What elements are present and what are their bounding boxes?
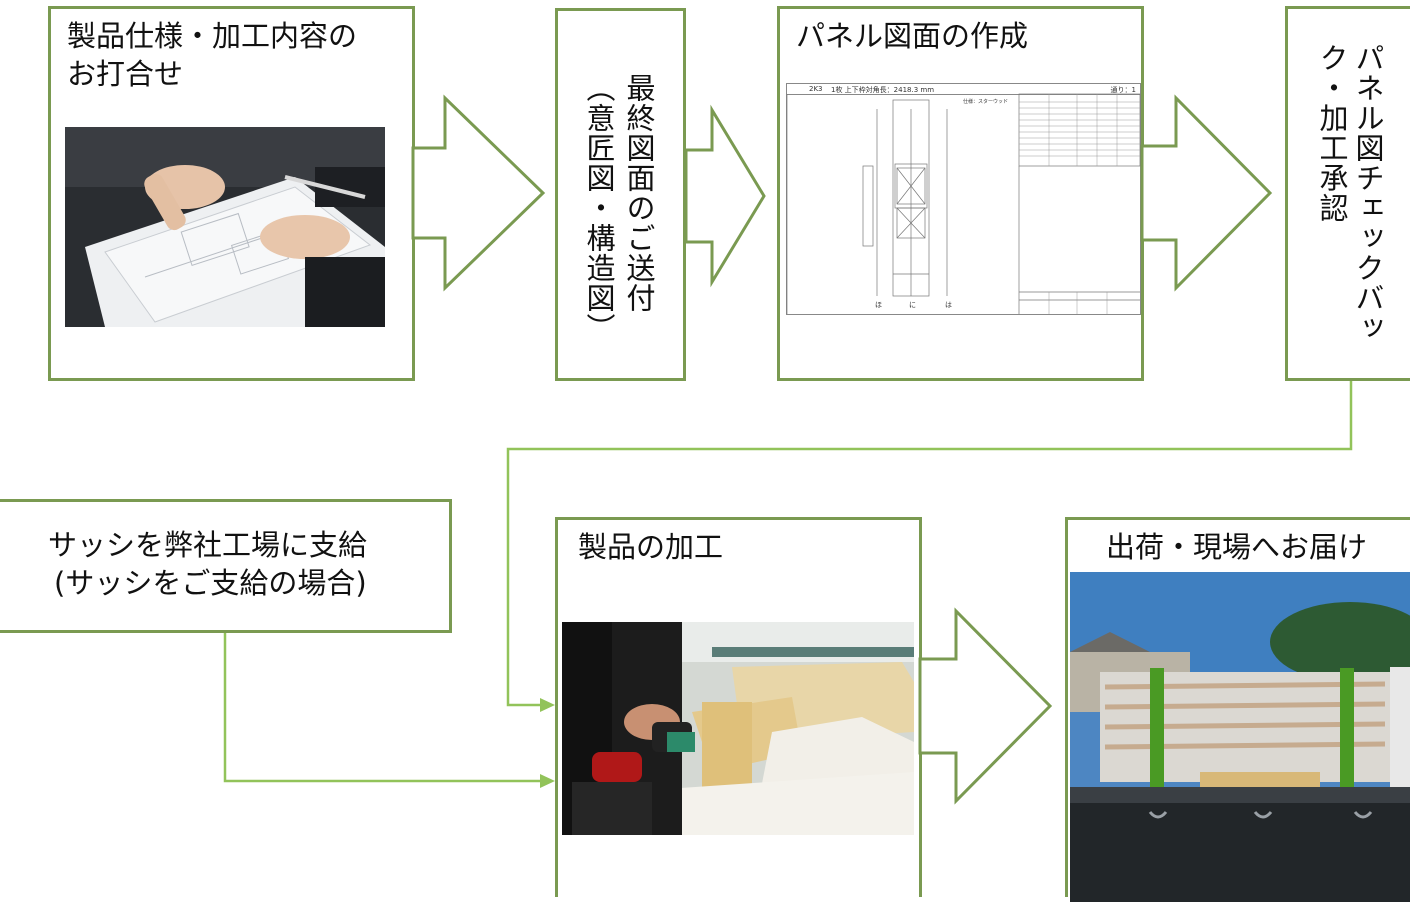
step-check-back-title: パネル図チェックバック・加工承認	[1315, 43, 1385, 343]
doc-note: 仕様：スターウッド	[963, 99, 1009, 105]
doc-header-left: 2K3	[809, 85, 823, 93]
block-arrow-right-4	[918, 607, 1053, 805]
step-meeting-title-line1: 製品仕様・加工内容の	[67, 19, 358, 53]
doc-axis-label-3: は	[945, 301, 952, 309]
connector-arrowhead-2	[540, 774, 555, 788]
step-processing-box: 製品の加工	[555, 517, 922, 897]
block-arrow-right-2	[684, 104, 766, 288]
doc-header-mid: 1枚 上下枠対角長：2418.3 mm	[831, 86, 935, 94]
meeting-photo-illustration	[65, 127, 385, 327]
step-meeting-box: 製品仕様・加工内容の お打合せ	[48, 6, 415, 381]
meeting-photo	[65, 127, 385, 327]
processing-photo	[562, 622, 914, 835]
doc-header-right: 通り：1	[1110, 86, 1136, 94]
panel-drawing-lines	[786, 93, 1141, 314]
step-shipping-box: 出荷・現場へお届け	[1065, 517, 1410, 902]
doc-axis-label-2: に	[909, 301, 916, 309]
step-processing-title: 製品の加工	[578, 530, 724, 564]
step-shipping-title: 出荷・現場へお届け	[1106, 530, 1368, 564]
step-check-back-box: パネル図チェックバック・加工承認	[1285, 6, 1410, 381]
processing-photo-illustration	[562, 622, 914, 835]
step-meeting-title-line2: お打合せ	[67, 57, 184, 91]
block-arrow-right-3	[1140, 94, 1273, 292]
step-drawings-send-title-main: 最終図面のご送付	[622, 73, 656, 313]
connector-arrowhead-1	[540, 698, 555, 712]
doc-axis-label-1: ほ	[875, 301, 882, 309]
step-panel-drawing-box: パネル図面の作成 2K3 1枚 上下枠対角長：2418.3 mm 通り：1 仕様…	[777, 6, 1144, 381]
step-sash-supply-title-line2: (サッシをご支給の場合)	[54, 566, 367, 600]
shipping-photo	[1070, 572, 1410, 902]
step-drawings-send-box: 最終図面のご送付 （意匠図・構造図）	[555, 8, 686, 381]
step-sash-supply-box: サッシを弊社工場に支給 (サッシをご支給の場合)	[0, 499, 452, 633]
shipping-photo-illustration	[1070, 572, 1410, 902]
step-sash-supply-title-line1: サッシを弊社工場に支給	[48, 528, 368, 562]
block-arrow-right-1	[411, 94, 546, 292]
step-panel-drawing-title: パネル図面の作成	[796, 19, 1029, 53]
step-drawings-send-title-sub: （意匠図・構造図）	[582, 73, 616, 343]
panel-drawing-document: 2K3 1枚 上下枠対角長：2418.3 mm 通り：1 仕様：スターウッド ほ…	[786, 83, 1141, 315]
